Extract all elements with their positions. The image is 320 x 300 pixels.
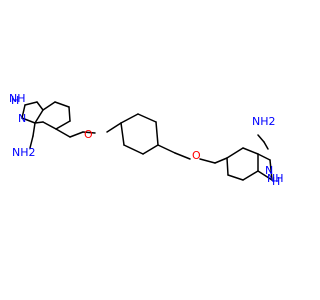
nh2-left-label: NH2 bbox=[12, 146, 36, 159]
nh-right-label: NH bbox=[267, 172, 284, 185]
oxygen-left-label: O bbox=[84, 128, 93, 141]
n-right-label: N bbox=[265, 164, 273, 177]
h-right-label: H bbox=[272, 175, 280, 188]
molecule-structure-diagram: NH H N NH2 O O NH2 NH N H bbox=[9, 92, 284, 188]
oxygen-right-label: O bbox=[192, 149, 201, 162]
n-left-label: N bbox=[18, 112, 26, 125]
nh-left-label: NH bbox=[9, 92, 26, 105]
h-left-label: H bbox=[11, 94, 19, 107]
bond-lines bbox=[21, 101, 273, 181]
nh2-right-label: NH2 bbox=[252, 115, 276, 128]
